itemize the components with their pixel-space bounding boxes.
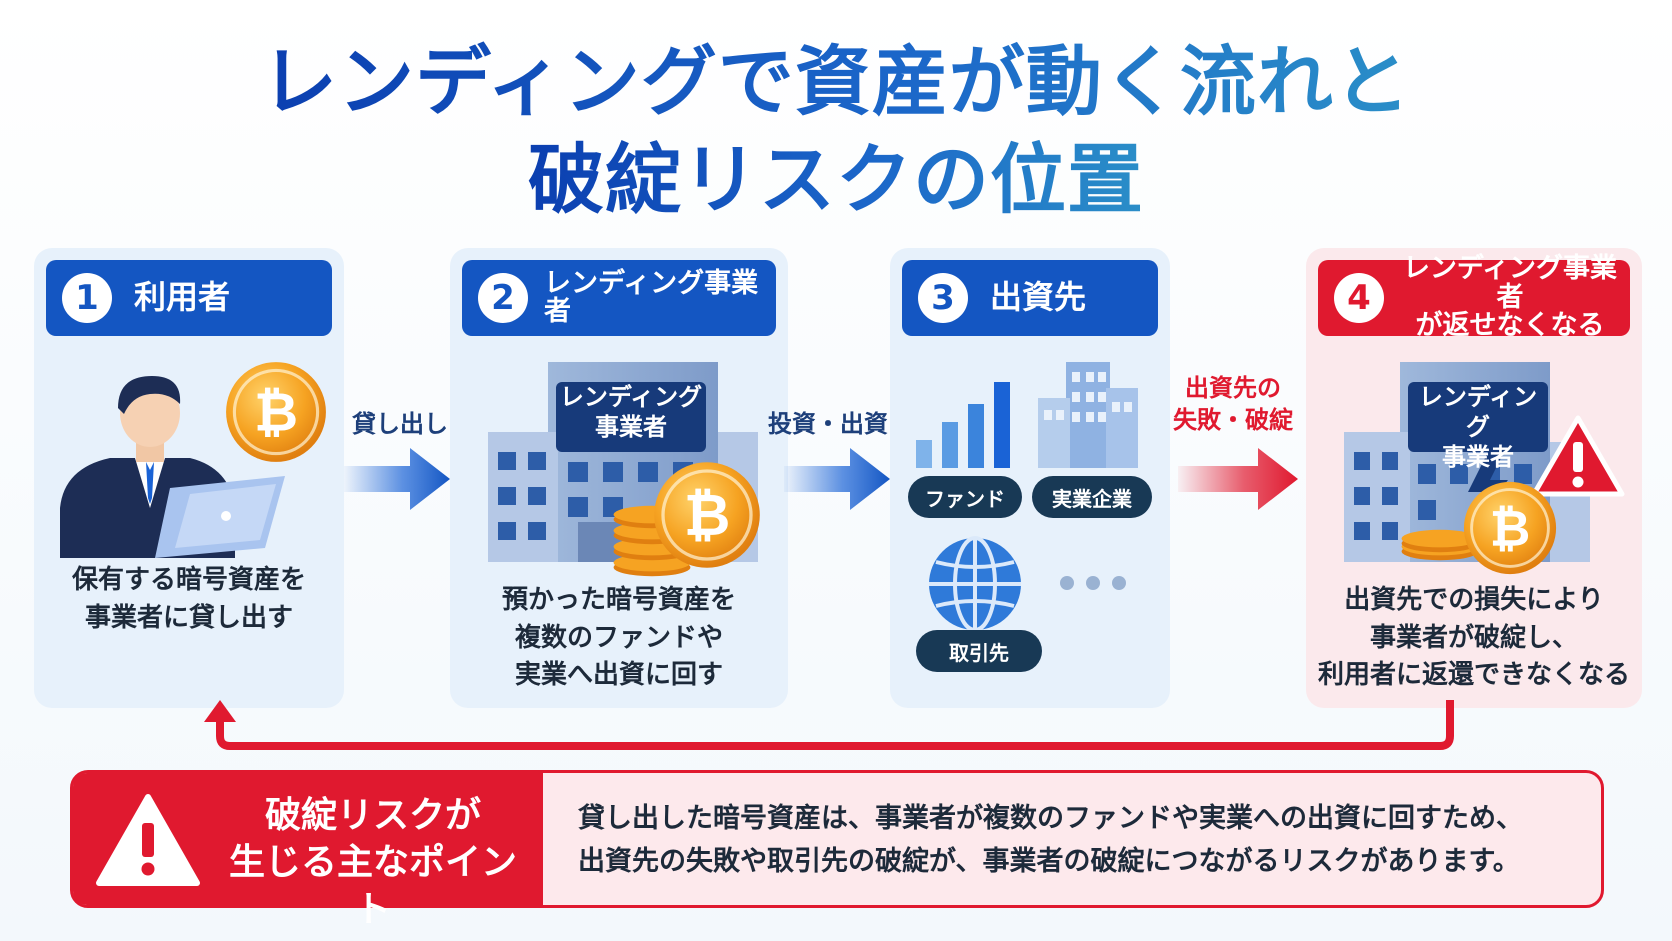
- arrow-label-line: 出資先の: [1185, 374, 1281, 402]
- step-title: 利用者: [134, 278, 231, 317]
- step-card-default: 4 レンディング事業者 が返せなくなる レンディング 事業者 出資先での損失: [1306, 248, 1642, 708]
- bitcoin-icon: [1462, 480, 1558, 576]
- step-header: 1 利用者: [46, 260, 332, 336]
- pill-business: 実業企業: [1032, 476, 1152, 518]
- arrow-label-lend: 貸し出し: [344, 408, 456, 440]
- page-title-line-1: レンディングで資産が動く流れと: [261, 37, 1411, 126]
- step-number: 4: [1334, 273, 1384, 323]
- risk-heading-line: 生じる主なポイント: [228, 841, 517, 930]
- step-description: 保有する暗号資産を 事業者に貸し出す: [34, 562, 344, 637]
- lightning-crack-icon: [1460, 448, 1508, 542]
- desc-line: 事業者が破綻し、: [1369, 622, 1578, 653]
- pill-counterparty: 取引先: [916, 630, 1042, 672]
- page-title-line-2: 破綻リスクの位置: [528, 135, 1144, 224]
- step-card-investees: 3 出資先 ファンド 実業企業 取引先: [890, 248, 1170, 708]
- step-card-lender: 2 レンディング事業者 レンディング 事業者 預かった暗号資産を 複数のファンド…: [450, 248, 788, 708]
- step-card-user: 1 利用者 保有する暗号資産を 事業者に貸し出す: [34, 248, 344, 708]
- globe-icon: [929, 536, 1021, 632]
- sign-line: 事業者: [595, 413, 667, 441]
- desc-line: 事業者に貸し出す: [84, 602, 293, 633]
- sign-line: レンディング: [1418, 383, 1538, 441]
- warning-icon: [1531, 415, 1625, 497]
- building-sign: レンディング 事業者: [556, 382, 706, 442]
- arrow-right-icon: [784, 448, 890, 510]
- risk-description: 貸し出した暗号資産は、事業者が複数のファンドや実業への出資に回すため、 出資先の…: [578, 797, 1523, 883]
- pill-fund: ファンド: [908, 476, 1022, 518]
- title-line: が返せなくなる: [1415, 310, 1605, 342]
- warning-icon: [96, 794, 200, 886]
- desc-line: 実業へ出資に回す: [514, 660, 723, 691]
- desc-line: 利用者に返還できなくなる: [1317, 660, 1630, 691]
- desc-line: 保有する暗号資産を: [71, 565, 306, 595]
- step-header: 2 レンディング事業者: [462, 260, 776, 336]
- bar-chart-icon: [916, 382, 1010, 468]
- arrow-right-icon: [1178, 448, 1298, 510]
- ellipsis-icon: [1060, 576, 1126, 590]
- step-title: 出資先: [990, 278, 1087, 317]
- step-description: 預かった暗号資産を 複数のファンドや 実業へ出資に回す: [450, 582, 788, 695]
- step-number: 2: [478, 273, 528, 323]
- step-header: 4 レンディング事業者 が返せなくなる: [1318, 255, 1630, 340]
- arrow-label-invest: 投資・出資: [764, 408, 892, 440]
- arrow-right-icon: [344, 448, 450, 510]
- risk-heading: 破綻リスクが 生じる主なポイント: [213, 793, 533, 933]
- risk-text-line: 貸し出した暗号資産は、事業者が複数のファンドや実業への出資に回すため、: [578, 803, 1523, 834]
- risk-text-line: 出資先の失敗や取引先の破綻が、事業者の破綻につながるリスクがあります。: [578, 846, 1520, 878]
- sign-line: レンディング: [559, 383, 703, 411]
- step-number: 1: [62, 273, 112, 323]
- step-title: レンディング事業者: [544, 267, 759, 327]
- risk-heading-line: 破綻リスクが: [264, 795, 481, 836]
- building-sign: レンディング 事業者: [1408, 382, 1548, 472]
- office-building-icon: [1038, 362, 1138, 468]
- step-description: 出資先での損失により 事業者が破綻し、 利用者に返還できなくなる: [1306, 582, 1642, 695]
- desc-line: 預かった暗号資産を: [501, 585, 736, 615]
- bitcoin-icon: [224, 360, 328, 464]
- step-number: 3: [918, 273, 968, 323]
- bitcoin-icon: [652, 460, 762, 570]
- person-laptop-icon: [60, 376, 285, 558]
- risk-callout: 破綻リスクが 生じる主なポイント 貸し出した暗号資産は、事業者が複数のファンドや…: [70, 770, 1604, 930]
- title-line: レンディング事業者: [1402, 253, 1618, 313]
- return-arrow-icon: [204, 700, 1454, 750]
- desc-line: 複数のファンドや: [514, 622, 723, 653]
- arrow-label-failure: 出資先の 失敗・破綻: [1168, 372, 1298, 437]
- risk-heading-panel: 破綻リスクが 生じる主なポイント: [73, 773, 543, 930]
- desc-line: 出資先での損失により: [1344, 585, 1604, 615]
- arrow-label-line: 失敗・破綻: [1173, 406, 1293, 435]
- sign-line: 事業者: [1442, 443, 1514, 471]
- arrow-label-line: 貸し出し: [352, 410, 448, 438]
- arrow-label-line: 投資・出資: [768, 410, 888, 438]
- step-title: レンディング事業者 が返せなくなる: [1392, 255, 1628, 340]
- step-header: 3 出資先: [902, 260, 1158, 336]
